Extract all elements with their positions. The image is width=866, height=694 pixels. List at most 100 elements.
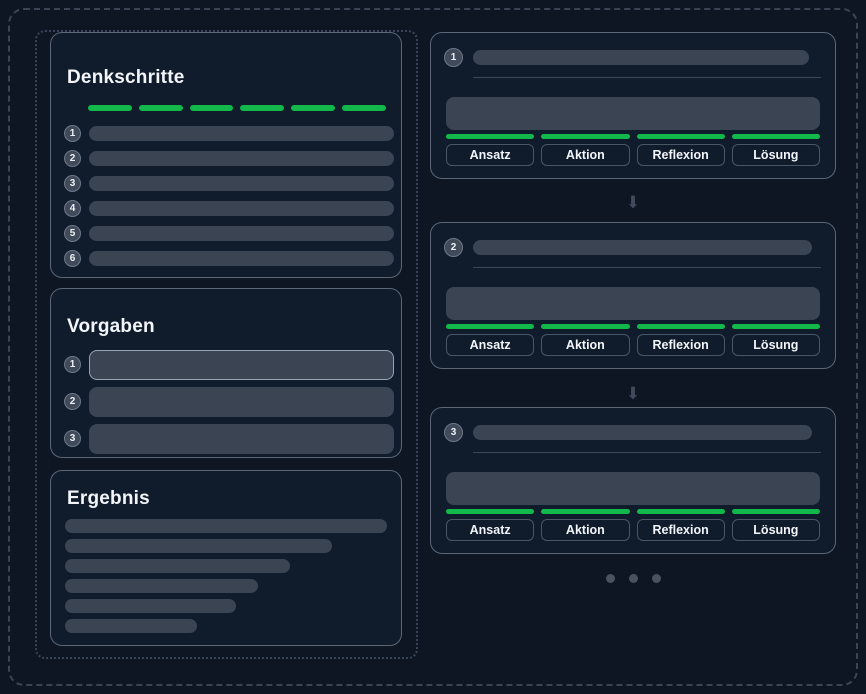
aktion-button[interactable]: Aktion <box>541 144 630 166</box>
action-cell-aktion: Aktion <box>541 324 630 356</box>
constraint-number-badge: 3 <box>64 430 81 447</box>
action-group: Ansatz Aktion Reflexion Lösung <box>446 509 820 541</box>
step-placeholder-bar <box>89 226 394 241</box>
action-meter <box>636 509 725 514</box>
action-cell-ansatz: Ansatz <box>446 509 535 541</box>
app-outer-frame <box>8 8 858 686</box>
aktion-button[interactable]: Aktion <box>541 334 630 356</box>
step-placeholder-bar <box>89 126 394 141</box>
step-number-badge: 1 <box>444 48 463 67</box>
list-item[interactable]: 2 <box>64 146 394 171</box>
pagination-dot-3[interactable] <box>651 574 661 583</box>
constraint-input-1[interactable] <box>89 349 394 380</box>
step-content-placeholder <box>446 287 820 320</box>
divider <box>473 452 821 453</box>
result-line <box>65 619 198 633</box>
action-meter <box>446 509 535 514</box>
list-item[interactable]: 1 <box>64 121 394 146</box>
step-number-badge: 2 <box>444 238 463 257</box>
action-cell-aktion: Aktion <box>541 509 630 541</box>
step-card-1[interactable]: 1 Ansatz Aktion Reflexion Lösung <box>430 32 836 179</box>
thinking-steps-panel: Denkschritte 1 2 3 4 5 6 <box>50 32 402 278</box>
step-number-badge: 6 <box>64 250 81 267</box>
step-number-badge: 1 <box>64 125 81 142</box>
loesung-button[interactable]: Lösung <box>731 519 820 541</box>
loesung-button[interactable]: Lösung <box>731 334 820 356</box>
result-line <box>65 519 387 533</box>
list-item: 2 <box>64 383 394 420</box>
step-number-badge: 4 <box>64 200 81 217</box>
arrow-down-icon: ⬇ <box>625 384 641 403</box>
reflexion-button[interactable]: Reflexion <box>636 334 725 356</box>
action-cell-aktion: Aktion <box>541 134 630 166</box>
list-item[interactable]: 6 <box>64 246 394 271</box>
constraints-panel: Vorgaben 1 2 3 <box>50 288 402 458</box>
constraint-input-2[interactable] <box>89 386 394 417</box>
result-line <box>65 539 333 553</box>
action-cell-ansatz: Ansatz <box>446 324 535 356</box>
ansatz-button[interactable]: Ansatz <box>446 334 535 356</box>
ansatz-button[interactable]: Ansatz <box>446 144 535 166</box>
step-card-2[interactable]: 2 Ansatz Aktion Reflexion Lösung <box>430 222 836 369</box>
loesung-button[interactable]: Lösung <box>731 144 820 166</box>
result-line <box>65 579 259 593</box>
constraint-input-3[interactable] <box>89 423 394 454</box>
action-cell-loesung: Lösung <box>731 134 820 166</box>
ansatz-button[interactable]: Ansatz <box>446 519 535 541</box>
action-cell-reflexion: Reflexion <box>636 509 725 541</box>
step-number-badge: 2 <box>64 150 81 167</box>
divider <box>473 267 821 268</box>
progress-segment <box>138 105 183 111</box>
action-cell-loesung: Lösung <box>731 509 820 541</box>
reflexion-button[interactable]: Reflexion <box>636 519 725 541</box>
aktion-button[interactable]: Aktion <box>541 519 630 541</box>
constraints-list: 1 2 3 <box>64 346 394 457</box>
action-meter <box>731 324 820 329</box>
list-item[interactable]: 3 <box>64 171 394 196</box>
constraints-title: Vorgaben <box>67 316 155 337</box>
arrow-down-icon: ⬇ <box>625 193 641 212</box>
action-cell-loesung: Lösung <box>731 324 820 356</box>
page-title: Denkschritte <box>67 67 185 88</box>
action-meter <box>541 324 630 329</box>
step-placeholder-bar <box>89 176 394 191</box>
action-meter <box>636 324 725 329</box>
pagination <box>430 574 836 583</box>
action-group: Ansatz Aktion Reflexion Lösung <box>446 134 820 166</box>
step-title-placeholder <box>473 240 813 255</box>
left-column-frame <box>35 30 418 659</box>
progress-segment <box>240 105 285 111</box>
list-item[interactable]: 4 <box>64 196 394 221</box>
step-content-placeholder <box>446 97 820 130</box>
step-card-3[interactable]: 3 Ansatz Aktion Reflexion Lösung <box>430 407 836 554</box>
step-card-header: 1 <box>444 48 821 67</box>
step-placeholder-bar <box>89 251 394 266</box>
thinking-step-list: 1 2 3 4 5 6 <box>64 121 394 271</box>
progress-segment <box>88 105 132 111</box>
divider <box>473 77 821 78</box>
pagination-dot-1[interactable] <box>605 574 615 583</box>
list-item[interactable]: 5 <box>64 221 394 246</box>
step-card-header: 2 <box>444 238 821 257</box>
pagination-dot-2[interactable] <box>628 574 638 583</box>
action-cell-reflexion: Reflexion <box>636 134 725 166</box>
result-line <box>65 559 291 573</box>
result-line <box>65 599 236 613</box>
result-placeholder-lines <box>65 519 387 639</box>
action-cell-ansatz: Ansatz <box>446 134 535 166</box>
action-cell-reflexion: Reflexion <box>636 324 725 356</box>
action-meter <box>731 134 820 139</box>
action-meter <box>541 134 630 139</box>
step-title-placeholder <box>473 50 809 65</box>
reflexion-button[interactable]: Reflexion <box>636 144 725 166</box>
step-placeholder-bar <box>89 201 394 216</box>
step-content-placeholder <box>446 472 820 505</box>
list-item: 3 <box>64 420 394 457</box>
result-panel: Ergebnis <box>50 470 402 646</box>
progress-segment <box>291 105 336 111</box>
progress-segment <box>189 105 234 111</box>
step-number-badge: 3 <box>64 175 81 192</box>
step-card-header: 3 <box>444 423 821 442</box>
progress-segment <box>342 105 386 111</box>
action-group: Ansatz Aktion Reflexion Lösung <box>446 324 820 356</box>
